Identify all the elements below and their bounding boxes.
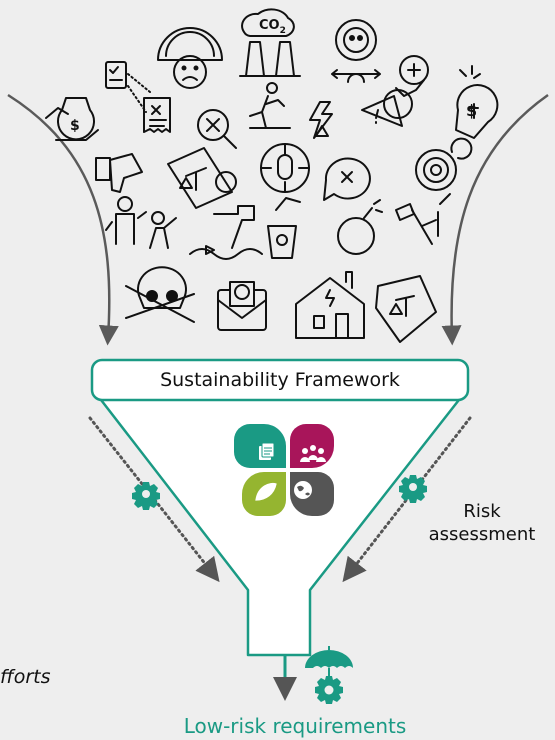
bomb-icon <box>337 199 383 255</box>
sparkle-hand-icon <box>455 65 499 139</box>
bug-target-icon <box>260 143 310 193</box>
dispute-people-icon <box>105 196 177 249</box>
umbrella-gear-icon <box>305 646 353 704</box>
risk-assessment-label: Risk assessment <box>412 500 552 546</box>
money-bag-icon <box>45 97 99 141</box>
search-x-icon <box>197 109 237 149</box>
risk-label-line2: assessment <box>428 524 536 545</box>
cog-warning-icon <box>361 89 413 127</box>
document-icon <box>259 442 275 460</box>
framework-label: Sustainability Framework <box>160 369 400 391</box>
nuclear-waste-icon <box>267 197 301 259</box>
dollar-sign: $ <box>70 118 80 134</box>
falling-person-icon <box>249 82 291 129</box>
left-gear-icon <box>132 482 160 510</box>
legal-shield-icon <box>375 275 437 343</box>
error-bubble-icon <box>323 157 371 201</box>
target-bullseye-icon <box>415 137 473 191</box>
framework-box <box>90 358 470 402</box>
sad-gauge-icon <box>157 27 223 89</box>
output-label: Low-risk requirements <box>183 714 407 738</box>
dollar-sign-hand: $ <box>466 101 477 120</box>
risk-label-line1: Risk <box>463 501 501 522</box>
right-inflow-arrow <box>441 93 549 346</box>
people-icon <box>300 445 326 462</box>
right-gear-icon <box>399 475 427 503</box>
dotted-connector <box>127 73 151 113</box>
skull-crossbones-icon <box>125 266 195 323</box>
checklist-icon <box>105 61 127 89</box>
legal-scale-icon <box>167 147 237 209</box>
lightning-warning-icon <box>309 101 333 139</box>
globe-icon <box>294 481 312 499</box>
risk-hub-icon <box>331 19 381 83</box>
thumbs-down-icon <box>95 153 143 193</box>
leaf-icon <box>255 482 277 501</box>
warning-hand-icon <box>395 55 429 97</box>
toxic-mail-icon <box>217 281 267 331</box>
co2-text: CO2 <box>259 18 286 36</box>
polluted-water-icon <box>189 205 263 260</box>
invoice-icon <box>143 97 171 133</box>
house-damage-icon <box>295 271 365 339</box>
efforts-label: fforts <box>0 666 51 688</box>
framework-logo <box>234 424 334 516</box>
left-inflow-arrow <box>7 93 119 346</box>
deforestation-icon <box>395 193 451 245</box>
co2-factory-icon <box>239 8 301 77</box>
